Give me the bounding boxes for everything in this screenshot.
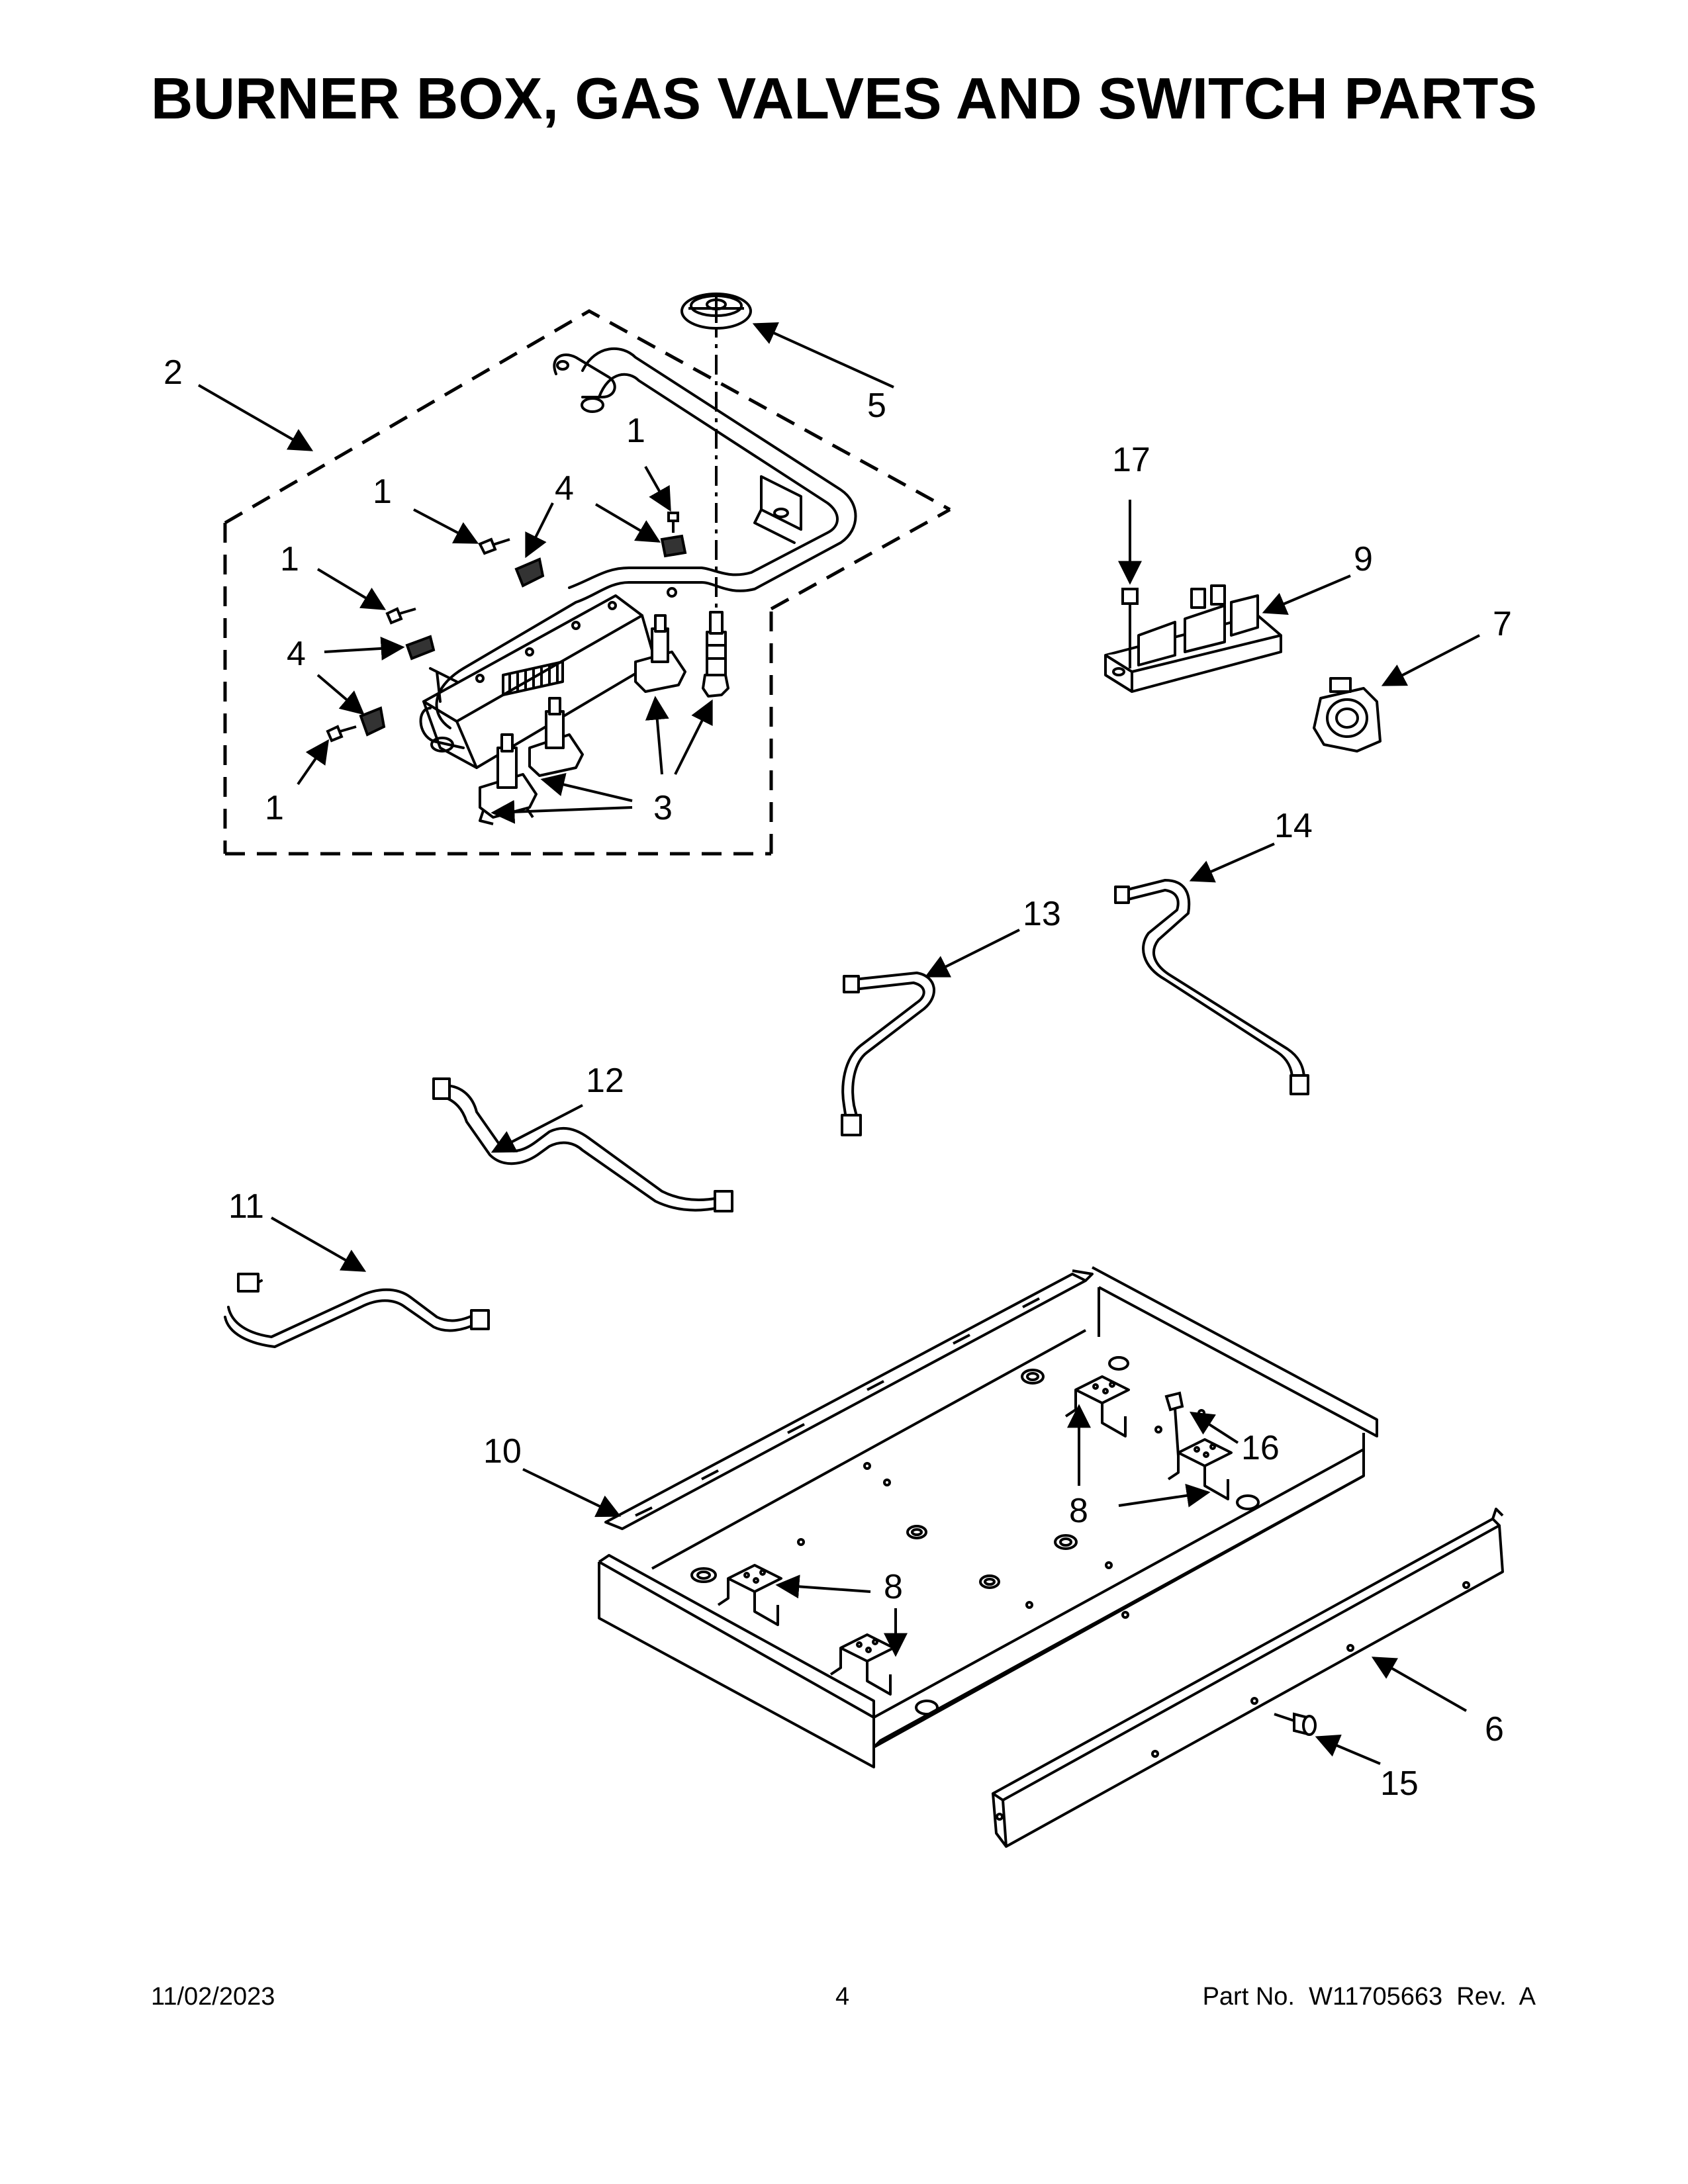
callout-1: 1 xyxy=(373,473,392,511)
gas-tube-12 xyxy=(432,1077,733,1212)
callout-1: 1 xyxy=(626,412,645,450)
callout-14: 14 xyxy=(1274,807,1313,845)
footer-part-number: Part No. W11705663 Rev. A xyxy=(1202,1983,1536,2011)
gas-valve-2 xyxy=(528,697,584,777)
callout-8: 8 xyxy=(1069,1492,1088,1530)
clip-parts xyxy=(359,534,687,737)
callout-7: 7 xyxy=(1493,605,1512,643)
callout-4: 4 xyxy=(555,469,574,508)
callout-10: 10 xyxy=(483,1432,522,1471)
callout-3: 3 xyxy=(653,789,673,827)
callout-1: 1 xyxy=(265,789,284,827)
footer-date: 11/02/2023 xyxy=(151,1983,275,2011)
gas-valve-4 xyxy=(702,611,729,698)
callout-17: 17 xyxy=(1112,441,1150,479)
page-title: BURNER BOX, GAS VALVES AND SWITCH PARTS xyxy=(150,66,1538,131)
leader-lines xyxy=(198,322,1480,1765)
gas-manifold xyxy=(419,347,857,769)
callout-6: 6 xyxy=(1485,1710,1504,1749)
callout-2: 2 xyxy=(164,353,183,392)
callout-8: 8 xyxy=(884,1568,903,1606)
callout-5: 5 xyxy=(867,387,886,425)
trim-screw xyxy=(1274,1712,1317,1736)
spark-module xyxy=(1104,584,1282,693)
callout-13: 13 xyxy=(1023,895,1061,933)
gas-tube-13 xyxy=(841,972,935,1136)
callout-15: 15 xyxy=(1380,1764,1419,1803)
callout-numbers: 1 1 1 1 2 3 4 4 5 6 7 8 8 8 9 10 11 12 1… xyxy=(164,353,1512,1803)
burner-box-pan xyxy=(598,1266,1378,1768)
front-trim-strip xyxy=(992,1508,1504,1848)
assembly-dashed-outline xyxy=(223,309,951,856)
callout-12: 12 xyxy=(586,1062,624,1100)
footer-page-number: 4 xyxy=(835,1983,850,2011)
screw-parts xyxy=(326,512,679,743)
callout-4: 4 xyxy=(287,635,306,673)
gas-tube-11 xyxy=(224,1273,490,1348)
gas-tube-14 xyxy=(1114,879,1309,1095)
callout-11: 11 xyxy=(228,1187,264,1226)
burner-bracket-back-left xyxy=(1064,1375,1130,1437)
pressure-regulator xyxy=(1313,677,1382,752)
callout-16: 16 xyxy=(1241,1429,1280,1467)
burner-bracket-front-right xyxy=(829,1633,895,1696)
bracket-screw xyxy=(1164,1391,1184,1457)
burner-cap xyxy=(680,293,752,330)
gas-valve-3 xyxy=(634,614,686,693)
callout-1: 1 xyxy=(280,540,299,578)
module-screw xyxy=(1121,588,1139,668)
burner-bracket-front-left xyxy=(717,1564,782,1626)
burner-bracket-back-right xyxy=(1167,1438,1233,1500)
callout-9: 9 xyxy=(1354,540,1373,578)
